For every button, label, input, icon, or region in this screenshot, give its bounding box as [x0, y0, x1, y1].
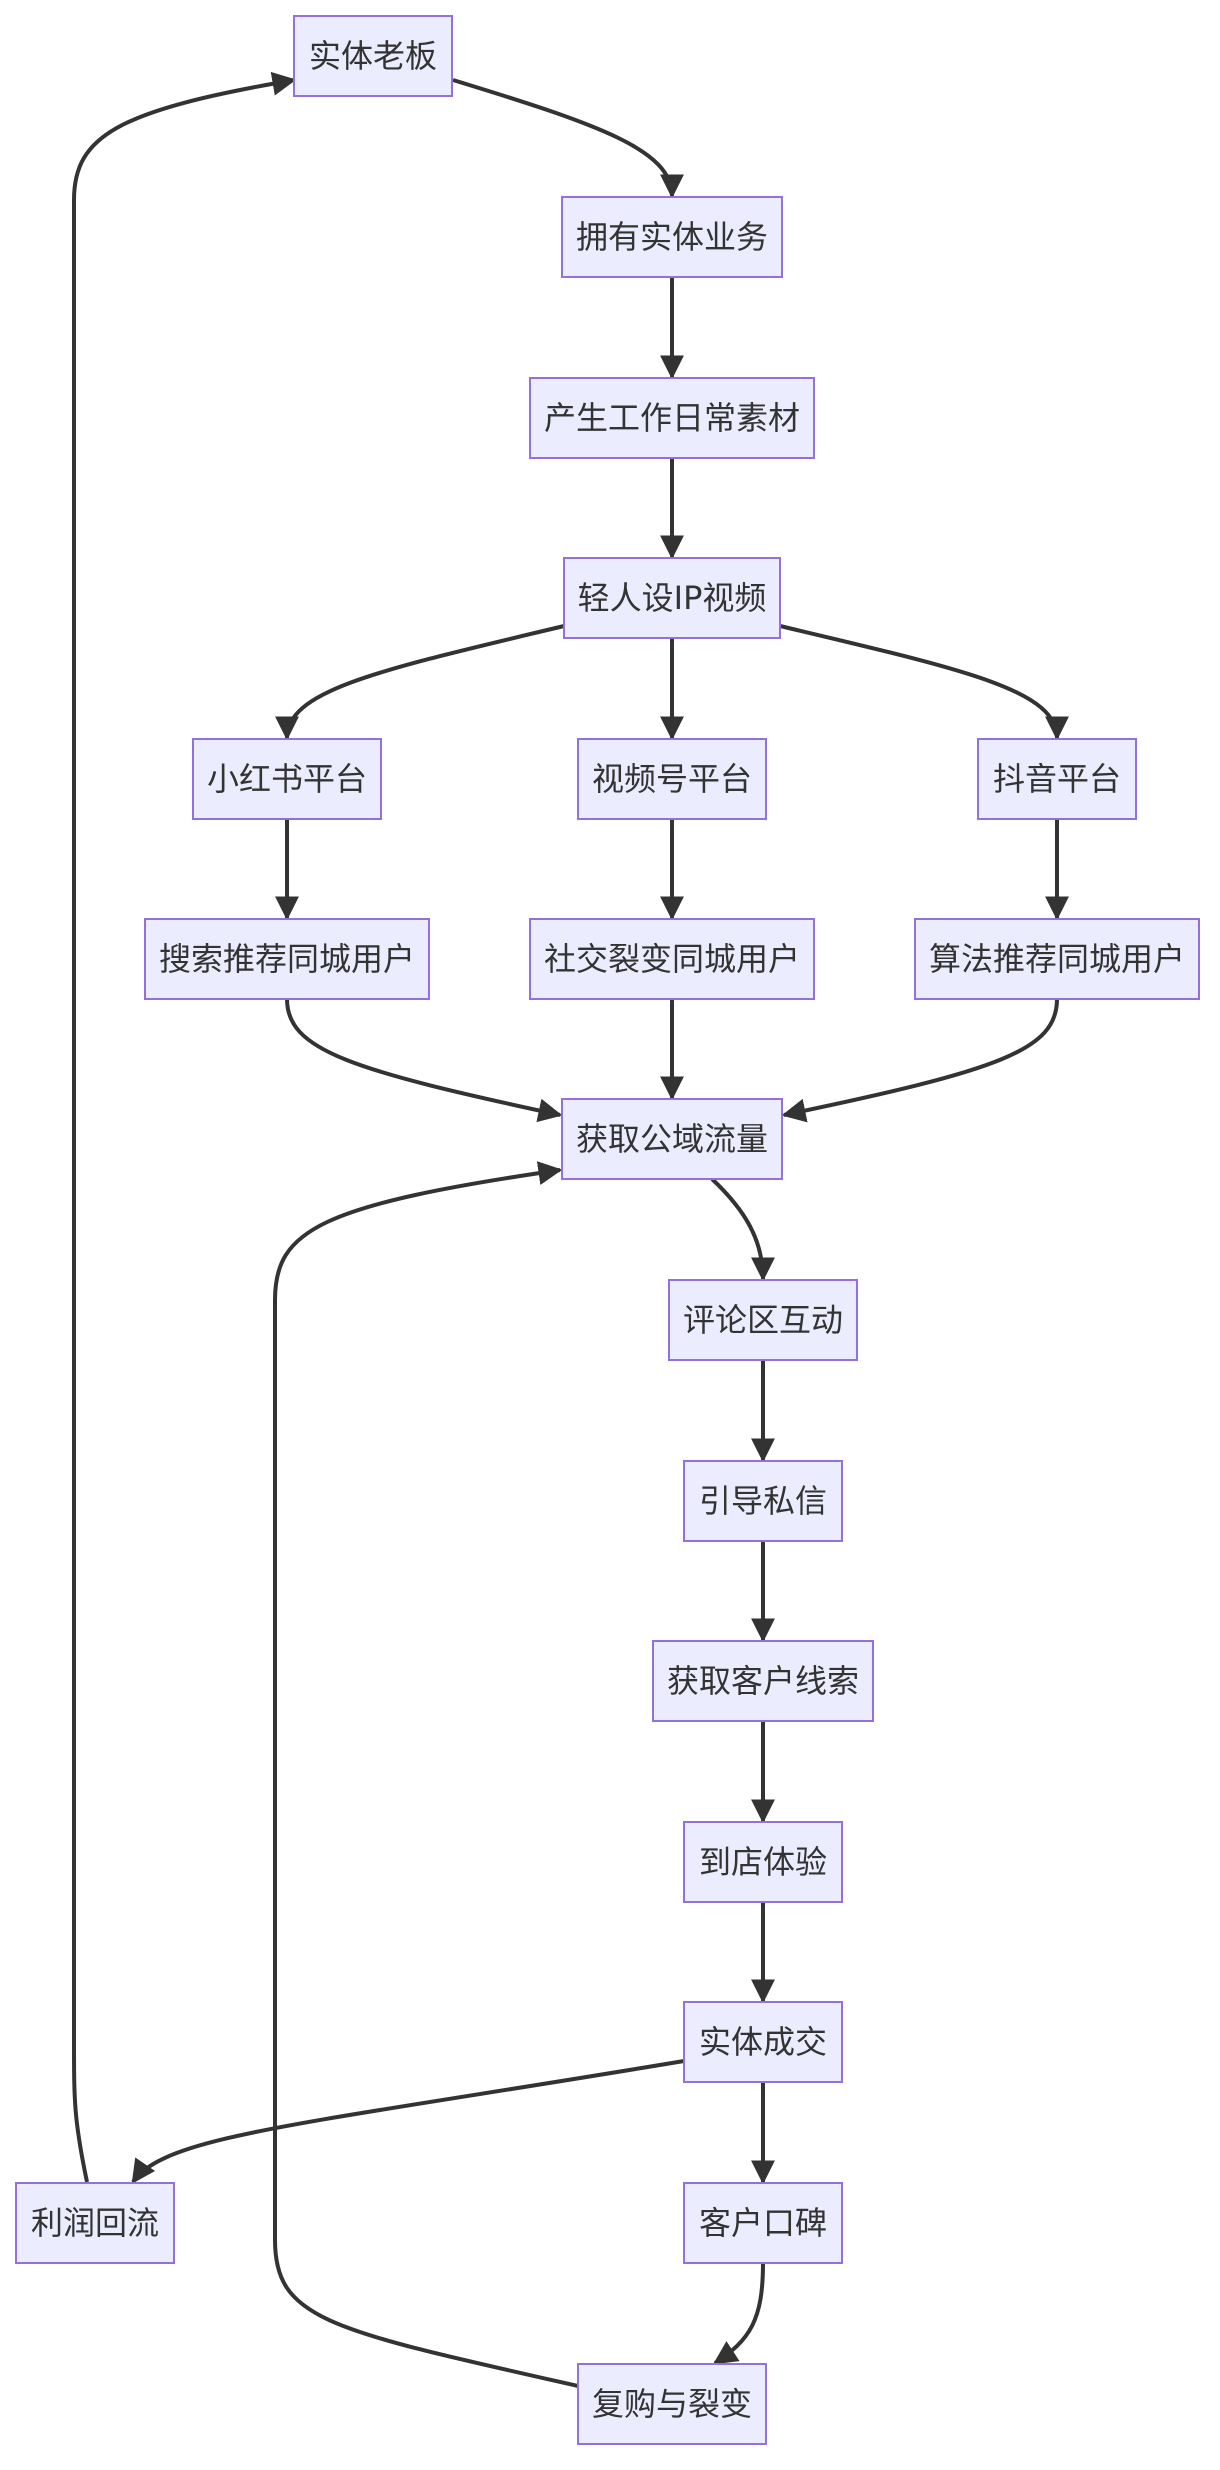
- node-box-search: [144, 918, 430, 1000]
- node-comment: 评论区互动: [668, 1279, 858, 1361]
- node-traffic: 获取公域流量: [561, 1098, 783, 1180]
- node-box-wechat: [577, 738, 767, 820]
- node-label-xhs: 小红书平台: [207, 760, 367, 798]
- node-douyin: 抖音平台: [977, 738, 1137, 820]
- node-box-repurchase: [577, 2363, 767, 2445]
- node-label-video: 轻人设IP视频: [578, 579, 767, 617]
- node-box-leads: [652, 1640, 874, 1722]
- node-visit: 到店体验: [683, 1821, 843, 1903]
- node-box-boss: [293, 15, 453, 97]
- node-label-comment: 评论区互动: [683, 1301, 843, 1339]
- node-box-business: [561, 196, 783, 278]
- edge-repurchase-to-traffic: [273, 1161, 579, 2388]
- node-label-dm: 引导私信: [699, 1482, 827, 1520]
- node-social: 社交裂变同城用户: [529, 918, 815, 1000]
- node-label-material: 产生工作日常素材: [544, 399, 800, 437]
- node-leads: 获取客户线索: [652, 1640, 874, 1722]
- node-label-profit: 利润回流: [31, 2204, 159, 2242]
- node-xhs: 小红书平台: [192, 738, 382, 820]
- node-box-social: [529, 918, 815, 1000]
- node-label-repurchase: 复购与裂变: [592, 2385, 752, 2423]
- node-box-deal: [683, 2001, 843, 2083]
- node-deal: 实体成交: [683, 2001, 843, 2083]
- edge-deal-to-profit: [131, 2059, 685, 2184]
- node-box-reputation: [683, 2182, 843, 2264]
- node-label-boss: 实体老板: [309, 37, 437, 75]
- node-label-social: 社交裂变同城用户: [544, 940, 800, 978]
- node-video: 轻人设IP视频: [563, 557, 781, 639]
- node-box-video: [563, 557, 781, 639]
- node-label-visit: 到店体验: [699, 1843, 827, 1881]
- node-label-traffic: 获取公域流量: [576, 1120, 768, 1158]
- node-wechat: 视频号平台: [577, 738, 767, 820]
- edge-traffic-to-comment: [710, 1177, 775, 1282]
- node-label-douyin: 抖音平台: [993, 760, 1121, 798]
- edge-profit-to-boss: [72, 71, 297, 2183]
- node-business: 拥有实体业务: [561, 196, 783, 278]
- node-label-reputation: 客户口碑: [699, 2204, 827, 2242]
- node-label-leads: 获取客户线索: [667, 1662, 859, 1700]
- node-label-deal: 实体成交: [699, 2023, 827, 2061]
- node-box-douyin: [977, 738, 1137, 820]
- edge-boss-to-business: [452, 78, 684, 199]
- edge-video-to-douyin: [779, 624, 1069, 741]
- node-box-traffic: [561, 1098, 783, 1180]
- node-box-visit: [683, 1821, 843, 1903]
- node-dm: 引导私信: [683, 1460, 843, 1542]
- edges-layer: [72, 71, 1069, 2388]
- edge-reputation-to-repurchase: [712, 2262, 765, 2365]
- node-search: 搜索推荐同城用户: [144, 918, 430, 1000]
- node-box-material: [529, 377, 815, 459]
- node-box-comment: [668, 1279, 858, 1361]
- node-box-profit: [15, 2182, 175, 2264]
- node-label-algo: 算法推荐同城用户: [929, 940, 1185, 978]
- node-box-dm: [683, 1460, 843, 1542]
- node-label-business: 拥有实体业务: [576, 218, 768, 256]
- edge-video-to-xhs: [275, 624, 565, 741]
- node-material: 产生工作日常素材: [529, 377, 815, 459]
- edge-search-to-traffic: [285, 998, 563, 1123]
- node-profit: 利润回流: [15, 2182, 175, 2264]
- node-label-search: 搜索推荐同城用户: [159, 940, 415, 978]
- edge-algo-to-traffic: [781, 998, 1059, 1123]
- node-label-wechat: 视频号平台: [592, 760, 752, 798]
- node-reputation: 客户口碑: [683, 2182, 843, 2264]
- node-repurchase: 复购与裂变: [577, 2363, 767, 2445]
- node-box-algo: [914, 918, 1200, 1000]
- node-boss: 实体老板: [293, 15, 453, 97]
- node-algo: 算法推荐同城用户: [914, 918, 1200, 1000]
- node-box-xhs: [192, 738, 382, 820]
